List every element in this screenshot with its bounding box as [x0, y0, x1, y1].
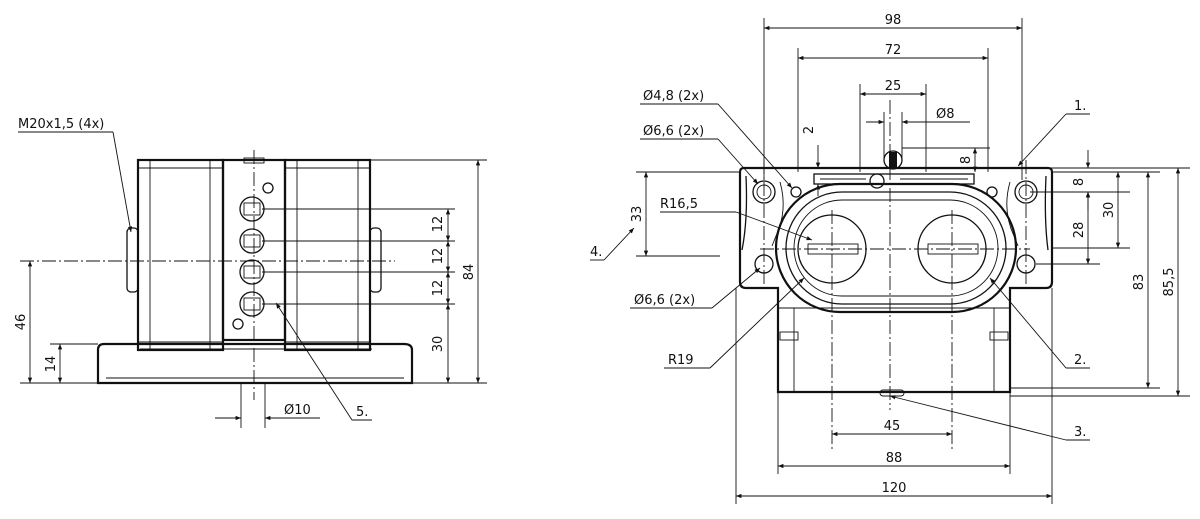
dim-72-label: 72: [885, 43, 902, 58]
dim-30-left-label: 30: [431, 336, 446, 353]
dim-12a-label: 12: [431, 216, 446, 233]
bottom-slot-right: [989, 331, 1009, 341]
dim-phi66-bottom-label: Ø6,6 (2x): [634, 293, 695, 308]
hole-top-left: [752, 180, 776, 204]
left-bores: [239, 196, 265, 317]
left-thread-stub-right: [369, 227, 382, 293]
dim-phi10-label: Ø10: [284, 403, 311, 418]
dim-phi48-label: Ø4,8 (2x): [643, 89, 704, 104]
dim-r19-label: R19: [668, 353, 694, 368]
dim-855-label: 85,5: [1162, 268, 1177, 297]
left-body-block-2: [283, 158, 372, 352]
dim-8-top-label: 8: [959, 156, 974, 164]
dim-88-label: 88: [886, 451, 903, 466]
chamber-outer: [774, 182, 1018, 314]
thread-label: M20x1,5 (4x): [18, 117, 104, 132]
dim-phi66-top-label: Ø6,6 (2x): [643, 124, 704, 139]
callout-2: 2.: [1074, 353, 1086, 368]
right-body-outline: [738, 166, 1054, 394]
dim-46-label: 46: [14, 314, 29, 331]
dim-120-label: 120: [882, 481, 907, 496]
callout-5: 5.: [356, 405, 368, 420]
callout-1: 1.: [1074, 99, 1086, 114]
dim-28-label: 28: [1072, 222, 1087, 239]
dim-14-label: 14: [44, 356, 59, 373]
dim-33-label: 33: [630, 206, 645, 223]
dim-45-label: 45: [884, 419, 901, 434]
dim-84-label: 84: [462, 264, 477, 281]
dim-83-label: 83: [1132, 274, 1147, 291]
right-view: 98 72 25 Ø8 2 8 Ø4,8 (2x) Ø6,6 (2x) 33 R…: [590, 13, 1190, 504]
bottom-slot-left: [779, 331, 799, 341]
dim-8-right-label: 8: [1072, 178, 1087, 186]
dim-30-right-label: 30: [1102, 202, 1117, 219]
callout-4: 4.: [590, 245, 602, 260]
dim-98-label: 98: [885, 13, 902, 28]
dim-12c-label: 12: [431, 280, 446, 297]
top-rail-screw: [869, 173, 885, 189]
dim-r165-label: R16,5: [660, 197, 698, 212]
chamber-inner: [785, 191, 1007, 305]
dim-25-label: 25: [885, 79, 902, 94]
dim-2-label: 2: [802, 126, 817, 134]
left-small-hole-top: [262, 182, 274, 194]
callout-3: 3.: [1074, 425, 1086, 440]
left-small-hole-bottom: [232, 318, 244, 330]
left-view: 46 14 M20x1,5 (4x) 12 12 12 30 84 Ø10: [14, 117, 487, 428]
dim-phi8-label: Ø8: [936, 107, 955, 122]
dim-12b-label: 12: [431, 248, 446, 265]
left-thread-stub-left: [126, 227, 139, 293]
left-base-plate: [96, 342, 414, 385]
